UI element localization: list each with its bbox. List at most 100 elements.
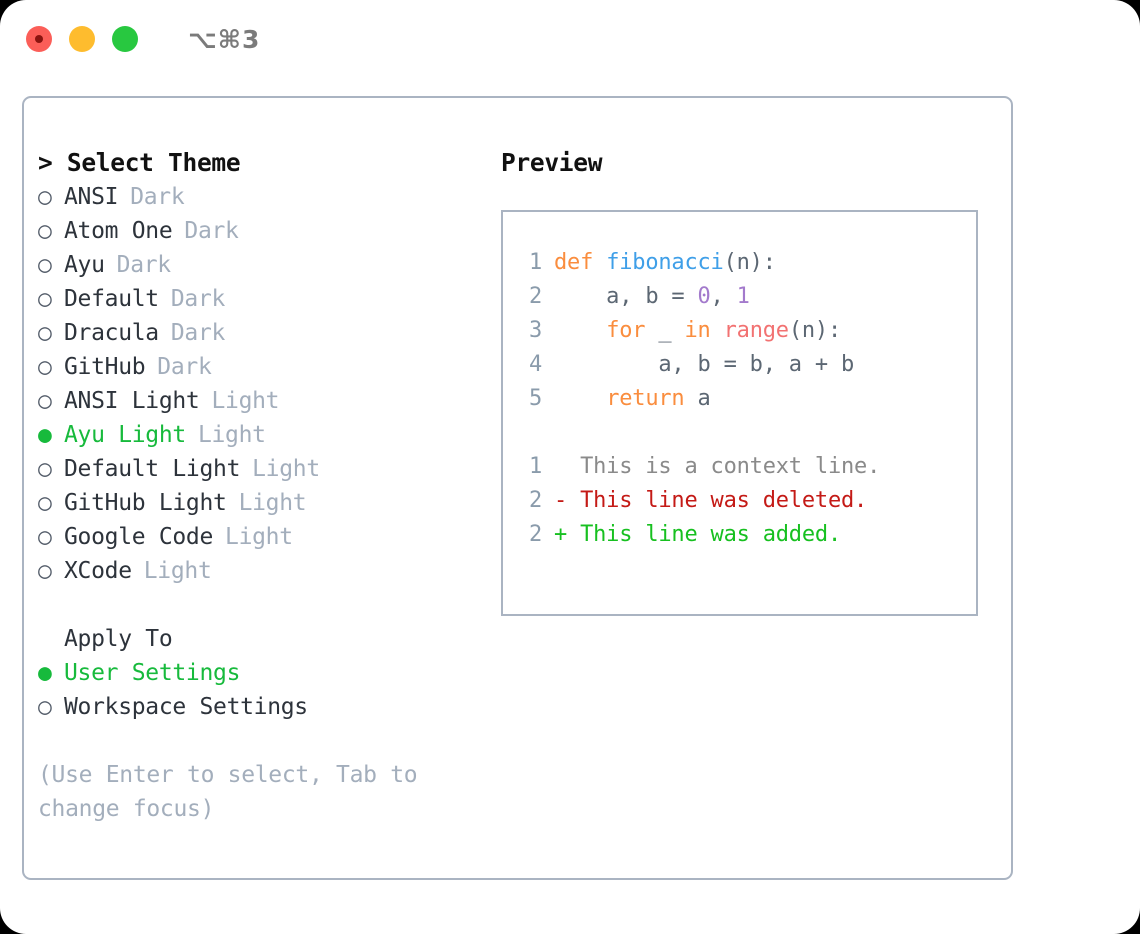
theme-name: ANSI <box>64 184 119 210</box>
code-line: 2 a, b = 0, 1 <box>508 280 976 314</box>
apply-to-list: ● User Settings ○ Workspace Settings <box>38 656 488 724</box>
apply-to-option-workspace-settings[interactable]: ○ Workspace Settings <box>38 690 488 724</box>
theme-name: GitHub Light <box>64 490 227 516</box>
theme-option-ansi[interactable]: ○ ANSI Dark <box>38 180 488 214</box>
theme-name: Default Light <box>64 456 241 482</box>
code-text: for _ in range(n): <box>554 314 841 348</box>
theme-name: Default <box>64 286 159 312</box>
radio-selected-icon: ● <box>38 660 52 686</box>
window-controls <box>26 26 138 52</box>
theme-variant-tag: Light <box>225 524 293 550</box>
code-line: 1 def fibonacci(n): <box>508 246 976 280</box>
code-line: 3 for _ in range(n): <box>508 314 976 348</box>
radio-unselected-icon: ○ <box>38 694 52 720</box>
code-diff-spacer <box>508 416 976 450</box>
theme-variant-tag: Dark <box>184 218 239 244</box>
theme-name: Ayu Light <box>64 422 186 448</box>
code-token: (n): <box>723 250 776 275</box>
code-token: _ <box>645 318 685 343</box>
title-bar: ⌥⌘3 <box>0 0 1140 78</box>
theme-variant-tag: Light <box>197 422 266 448</box>
code-text: a, b = 0, 1 <box>554 280 750 314</box>
line-number: 3 <box>528 318 542 343</box>
radio-selected-icon: ● <box>38 422 52 448</box>
line-number: 2 <box>528 284 542 309</box>
radio-unselected-icon: ○ <box>38 456 52 482</box>
code-line: 5 return a <box>508 382 976 416</box>
theme-variant-tag: Dark <box>157 354 212 380</box>
theme-option-ayu-light[interactable]: ● Ayu Light Light <box>38 418 488 452</box>
code-text: a, b = b, a + b <box>554 348 854 382</box>
code-token: (n): <box>788 318 842 343</box>
theme-variant-tag: Light <box>238 490 307 516</box>
radio-unselected-icon: ○ <box>38 184 52 210</box>
diff-text: + This line was added. <box>554 522 841 547</box>
radio-unselected-icon: ○ <box>38 388 52 414</box>
code-token: in <box>684 318 711 343</box>
code-token: def <box>554 250 594 275</box>
apply-to-label: User Settings <box>64 660 241 686</box>
theme-option-ansi-light[interactable]: ○ ANSI Light Light <box>38 384 488 418</box>
line-number: 5 <box>528 386 542 411</box>
theme-name: GitHub <box>64 354 146 380</box>
code-token <box>554 386 606 411</box>
maximize-button-icon[interactable] <box>112 26 138 52</box>
apply-to-option-user-settings[interactable]: ● User Settings <box>38 656 488 690</box>
theme-name: Atom One <box>64 218 173 244</box>
theme-variant-tag: Dark <box>130 184 185 210</box>
line-number: 1 <box>528 250 542 275</box>
theme-name: ANSI Light <box>64 388 200 414</box>
line-number: 4 <box>528 352 542 377</box>
radio-unselected-icon: ○ <box>38 524 52 550</box>
code-token <box>554 318 606 343</box>
diff-line: 1 This is a context line. <box>508 450 976 484</box>
theme-variant-tag: Light <box>211 388 280 414</box>
radio-unselected-icon: ○ <box>38 354 52 380</box>
list-spacer <box>38 588 488 622</box>
select-theme-heading: > Select Theme <box>38 148 241 177</box>
theme-name: Ayu <box>64 252 105 278</box>
radio-unselected-icon: ○ <box>38 320 52 346</box>
apply-to-label: Workspace Settings <box>64 694 308 720</box>
code-token: return <box>606 386 685 411</box>
minimize-button-icon[interactable] <box>69 26 95 52</box>
code-token: for <box>606 318 646 343</box>
close-button-icon[interactable] <box>26 26 52 52</box>
keyboard-shortcut-label: ⌥⌘3 <box>188 24 261 54</box>
theme-option-github[interactable]: ○ GitHub Dark <box>38 350 488 384</box>
radio-unselected-icon: ○ <box>38 558 52 584</box>
line-number: 2 <box>528 488 542 513</box>
line-number: 2 <box>528 522 542 547</box>
line-number: 1 <box>528 454 542 479</box>
diff-line: 2 + This line was added. <box>508 518 976 552</box>
diff-text: - This line was deleted. <box>554 488 868 513</box>
diff-sample: 1 This is a context line. 2 - This line wa… <box>508 450 976 552</box>
code-token: a <box>684 386 711 411</box>
code-token: 1 <box>736 284 750 309</box>
radio-unselected-icon: ○ <box>38 286 52 312</box>
theme-variant-tag: Light <box>143 558 212 584</box>
diff-line: 2 - This line was deleted. <box>508 484 976 518</box>
code-token: fibonacci <box>606 250 724 275</box>
code-text: return a <box>554 382 711 416</box>
theme-variant-tag: Dark <box>170 320 226 346</box>
radio-unselected-icon: ○ <box>38 252 52 278</box>
code-token: 0 <box>697 284 711 309</box>
